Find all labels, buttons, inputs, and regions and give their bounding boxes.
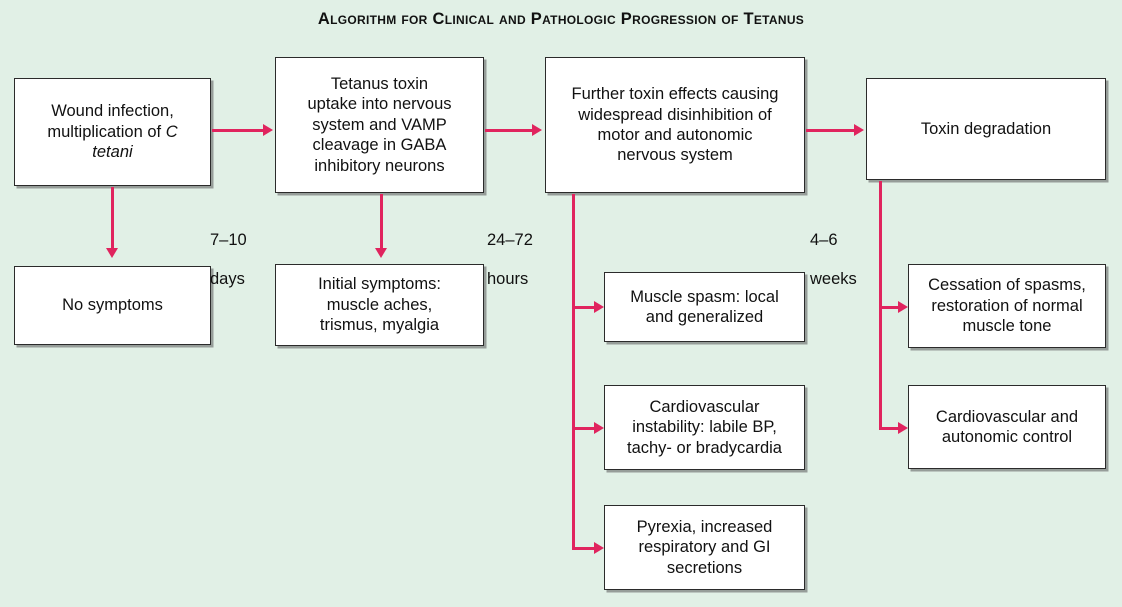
connector-toxin-to-initial-symptoms xyxy=(380,194,383,249)
further-toxin-line2: widespread disinhibition of xyxy=(578,105,772,124)
connector-degradation-trunk xyxy=(879,181,882,430)
no-symptoms-text: No symptoms xyxy=(62,296,163,315)
arrowhead-degradation-to-cessation xyxy=(898,300,908,313)
muscle-spasm-line2: and generalized xyxy=(645,308,764,326)
time-label-stage2: 24–72 hours xyxy=(487,211,533,310)
time-label-stage1-unit: days xyxy=(210,270,245,289)
arrowhead-wound-to-no-symptoms xyxy=(105,248,118,258)
tetanus-toxin-line4: cleavage in GABA xyxy=(312,136,447,155)
tetanus-toxin-line5: inhibitory neurons xyxy=(314,156,445,175)
tetanus-toxin-line2: uptake into nervous xyxy=(307,95,452,114)
connector-wound-to-no-symptoms xyxy=(111,187,114,249)
pyrexia-line1: Pyrexia, increased xyxy=(636,517,773,536)
tetanus-toxin-line1: Tetanus toxin xyxy=(330,74,429,93)
connector-degradation-to-cessation xyxy=(879,306,900,309)
box-tetanus-toxin: Tetanus toxin uptake into nervous system… xyxy=(275,57,484,193)
time-label-stage3: 4–6 weeks xyxy=(810,211,857,310)
arrowhead-further-to-degradation xyxy=(854,123,864,136)
cardiovascular-control-line2: autonomic control xyxy=(941,428,1073,446)
initial-symptoms-line3: trismus, myalgia xyxy=(319,316,440,335)
pyrexia-line3: secretions xyxy=(666,558,743,577)
cardiovascular-instability-line2: instability: labile BP, xyxy=(632,418,777,437)
arrowhead-toxin-to-further xyxy=(532,123,542,136)
wound-infection-line2-plain: multiplication of xyxy=(47,122,166,141)
connector-wound-to-toxin xyxy=(212,129,264,132)
wound-infection-line1: Wound infection, xyxy=(51,102,174,121)
connector-toxin-to-further xyxy=(485,129,533,132)
arrowhead-further-to-cardio-instability xyxy=(594,421,604,434)
box-initial-symptoms: Initial symptoms: muscle aches, trismus,… xyxy=(275,264,484,346)
wound-infection-line2: multiplication of C xyxy=(47,122,177,142)
box-no-symptoms: No symptoms xyxy=(14,266,211,345)
arrowhead-toxin-to-initial-symptoms xyxy=(374,248,387,258)
connector-further-to-muscle-spasm xyxy=(572,306,596,309)
connector-degradation-to-cardio-control xyxy=(879,427,900,430)
cardiovascular-instability-line1: Cardiovascular xyxy=(649,397,760,416)
arrowhead-degradation-to-cardio-control xyxy=(898,421,908,434)
arrowhead-further-to-pyrexia xyxy=(594,541,604,554)
box-cardiovascular-control: Cardiovascular and autonomic control xyxy=(908,385,1106,469)
further-toxin-line3: motor and autonomic xyxy=(597,126,753,144)
initial-symptoms-line2: muscle aches, xyxy=(326,295,433,314)
cardiovascular-control-line1: Cardiovascular and xyxy=(935,407,1079,426)
box-muscle-spasm: Muscle spasm: local and generalized xyxy=(604,272,805,342)
box-pyrexia: Pyrexia, increased respiratory and GI se… xyxy=(604,505,805,590)
box-cessation-of-spasms: Cessation of spasms, restoration of norm… xyxy=(908,264,1106,348)
further-toxin-line4: nervous system xyxy=(617,146,733,165)
pyrexia-line2: respiratory and GI xyxy=(638,538,771,557)
initial-symptoms-line1: Initial symptoms: xyxy=(318,275,441,294)
box-toxin-degradation: Toxin degradation xyxy=(866,78,1106,180)
connector-further-to-cardio-instability xyxy=(572,427,596,430)
arrowhead-wound-to-toxin xyxy=(263,123,273,136)
time-label-stage2-unit: hours xyxy=(487,270,529,289)
muscle-spasm-line1: Muscle spasm: local xyxy=(630,287,779,306)
time-label-stage1-value: 7–10 xyxy=(210,230,247,249)
time-label-stage3-unit: weeks xyxy=(810,270,857,289)
box-wound-infection: Wound infection, multiplication of C tet… xyxy=(14,78,211,186)
box-cardiovascular-instability: Cardiovascular instability: labile BP, t… xyxy=(604,385,805,470)
cessation-line2: restoration of normal xyxy=(931,296,1083,315)
time-label-stage1: 7–10 days xyxy=(210,211,247,310)
box-further-toxin-effects: Further toxin effects causing widespread… xyxy=(545,57,805,193)
connector-further-to-pyrexia xyxy=(572,547,596,550)
page-title: Algorithm for Clinical and Pathologic Pr… xyxy=(317,10,805,28)
arrowhead-further-to-muscle-spasm xyxy=(594,300,604,313)
further-toxin-line1: Further toxin effects causing xyxy=(571,85,779,104)
time-label-stage2-value: 24–72 xyxy=(487,230,533,249)
cessation-line1: Cessation of spasms, xyxy=(928,276,1086,295)
wound-infection-line3: tetani xyxy=(92,143,133,162)
cessation-line3: muscle tone xyxy=(962,317,1052,336)
cardiovascular-instability-line3: tachy- or bradycardia xyxy=(627,438,782,457)
toxin-degradation-text: Toxin degradation xyxy=(920,119,1052,138)
tetanus-toxin-line3: system and VAMP xyxy=(312,115,447,134)
connector-further-trunk xyxy=(572,194,575,549)
time-label-stage3-value: 4–6 xyxy=(810,230,838,249)
wound-infection-species-c: C xyxy=(165,122,178,141)
connector-further-to-degradation xyxy=(806,129,855,132)
